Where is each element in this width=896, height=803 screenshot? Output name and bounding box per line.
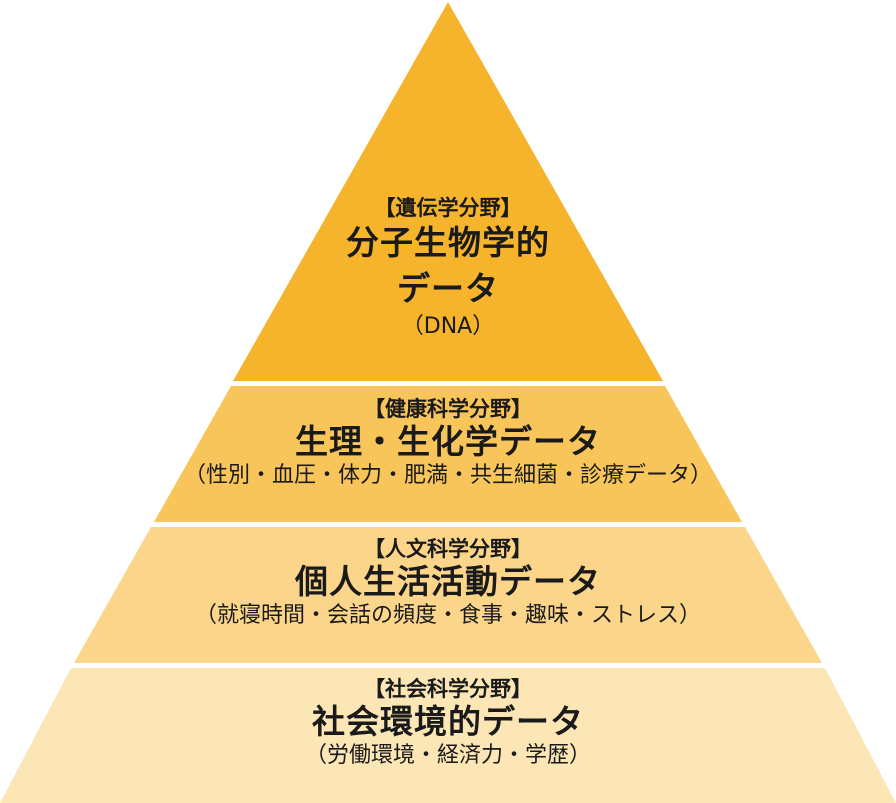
pyramid-layer-4-shape (0, 668, 896, 803)
layer-2-field-label: 【健康科学分野】 (364, 397, 532, 421)
pyramid-layer-1-shape (233, 2, 663, 381)
pyramid-layer-4: 【社会科学分野】 社会環境的データ （労働環境・経済力・学歴） (0, 677, 896, 771)
pyramid-layer-3: 【人文科学分野】 個人生活活動データ （就寝時間・会話の頻度・食事・趣味・ストレ… (0, 537, 896, 631)
layer-1-detail: （DNA） (401, 314, 495, 340)
layer-4-detail: （労働環境・経済力・学歴） (304, 743, 591, 769)
layer-3-detail: （就寝時間・会話の頻度・食事・趣味・ストレス） (194, 603, 701, 629)
layer-3-field-label: 【人文科学分野】 (364, 537, 532, 561)
layer-1-title-line-1: 分子生物学的 (346, 223, 550, 263)
pyramid-layer-2: 【健康科学分野】 生理・生化学データ （性別・血圧・体力・肥満・共生細菌・診療デ… (0, 397, 896, 491)
layer-4-title: 社会環境的データ (312, 702, 584, 742)
pyramid-layer-3-shape (74, 527, 822, 663)
layer-3-title: 個人生活活動データ (295, 562, 601, 602)
pyramid-layer-2-shape (154, 386, 742, 522)
layer-1-field-label: 【遺伝学分野】 (374, 196, 522, 220)
layer-2-title: 生理・生化学データ (295, 422, 601, 462)
layer-2-detail: （性別・血圧・体力・肥満・共生細菌・診療データ） (183, 463, 712, 489)
layer-4-field-label: 【社会科学分野】 (364, 677, 532, 701)
pyramid-layer-1: 【遺伝学分野】 分子生物学的 データ （DNA） (0, 196, 896, 342)
layer-1-title-line-2: データ (397, 268, 499, 308)
